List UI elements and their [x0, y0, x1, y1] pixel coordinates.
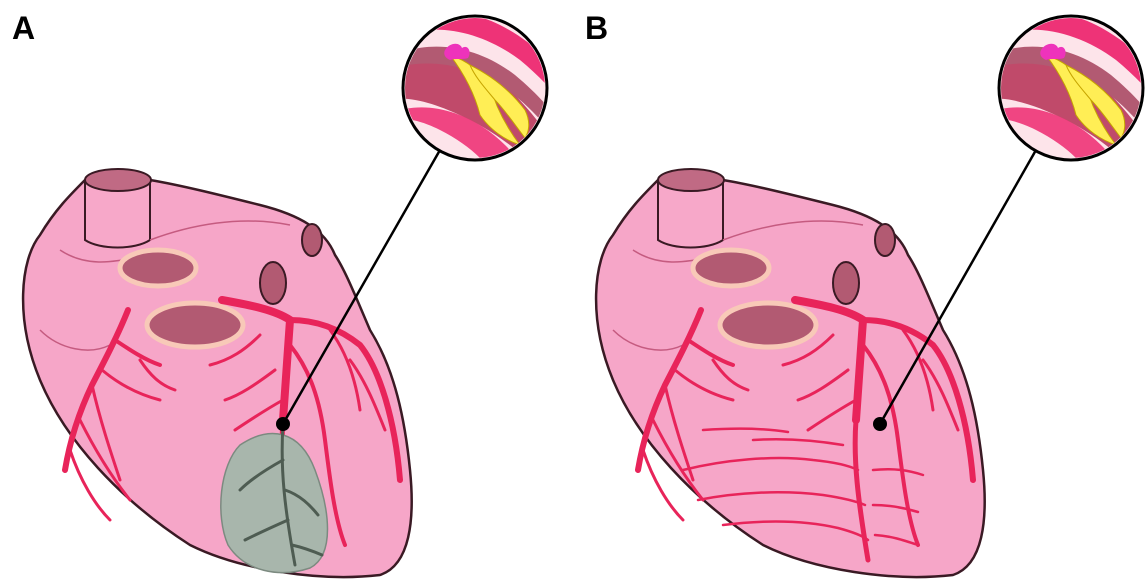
magnifier-lens [986, 11, 1146, 200]
pulmonary-vein-2 [875, 224, 895, 256]
panel-a: A [0, 0, 573, 579]
occlusion-marker [276, 417, 290, 431]
pulmonary-vein-2 [302, 224, 322, 256]
pulmonary-vein-1 [260, 262, 286, 304]
panel-b: B [573, 0, 1146, 579]
heart-body [23, 169, 412, 577]
heart-diagram-a [0, 0, 573, 579]
aorta-opening [658, 169, 724, 191]
aorta-opening [85, 169, 151, 191]
heart-diagram-b [573, 0, 1146, 579]
pulmonary-vein-1 [833, 262, 859, 304]
magnifier-lens [390, 11, 573, 200]
heart-body [596, 169, 985, 577]
occlusion-marker [873, 417, 887, 431]
